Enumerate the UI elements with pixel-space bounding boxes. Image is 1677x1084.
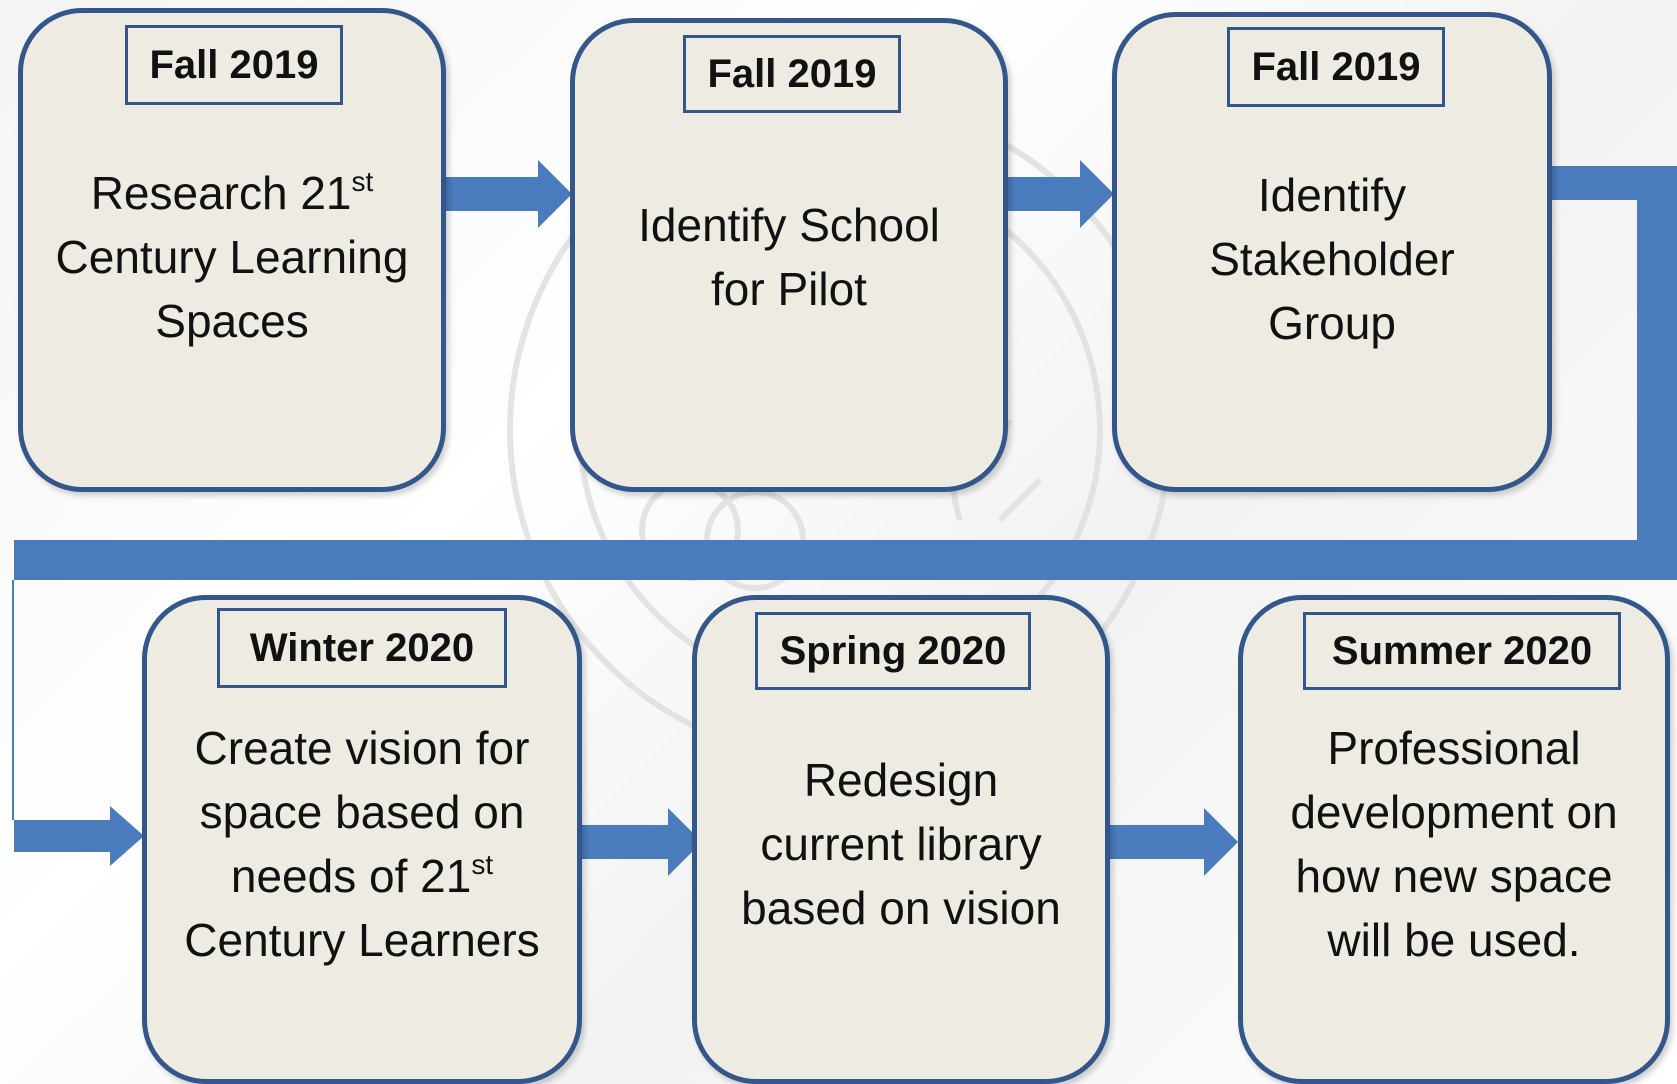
arrow-4-to-5 xyxy=(580,825,670,859)
step-5-box: Spring 2020 Redesign current library bas… xyxy=(692,595,1110,1084)
step-4-term-label: Winter 2020 xyxy=(217,608,507,688)
arrowhead-5-to-6 xyxy=(1204,808,1238,876)
step-1-term-label: Fall 2019 xyxy=(125,25,343,105)
arrowhead-2-to-3 xyxy=(1080,160,1114,228)
step-2-description: Identify School for Pilot xyxy=(638,199,940,315)
step-3-description: Identify Stakeholder Group xyxy=(1209,169,1455,349)
step-5-term-label: Spring 2020 xyxy=(755,612,1031,690)
arrow-5-to-6 xyxy=(1110,825,1206,859)
step-4-box: Winter 2020 Create vision for space base… xyxy=(142,595,582,1084)
step-4-description: Create vision for space based on needs o… xyxy=(184,722,540,966)
step-6-box: Summer 2020 Professional development on … xyxy=(1238,595,1670,1084)
arrowhead-3-to-4 xyxy=(110,806,144,866)
step-3-box: Fall 2019 Identify Stakeholder Group xyxy=(1112,12,1552,492)
arrow-1-to-2 xyxy=(444,177,540,211)
step-6-term-label: Summer 2020 xyxy=(1303,612,1621,690)
step-1-description: Research 21st Century Learning Spaces xyxy=(55,166,409,347)
arrowhead-4-to-5 xyxy=(668,808,702,876)
step-5-description: Redesign current library based on vision xyxy=(741,754,1061,934)
step-6-description: Professional development on how new spac… xyxy=(1290,722,1618,966)
step-3-term-label: Fall 2019 xyxy=(1227,27,1445,107)
arrowhead-1-to-2 xyxy=(538,160,572,228)
step-1-box: Fall 2019 Research 21st Century Learning… xyxy=(18,8,446,492)
arrow-2-to-3 xyxy=(1006,177,1082,211)
step-2-term-label: Fall 2019 xyxy=(683,35,901,113)
step-2-box: Fall 2019 Identify School for Pilot xyxy=(570,18,1008,492)
